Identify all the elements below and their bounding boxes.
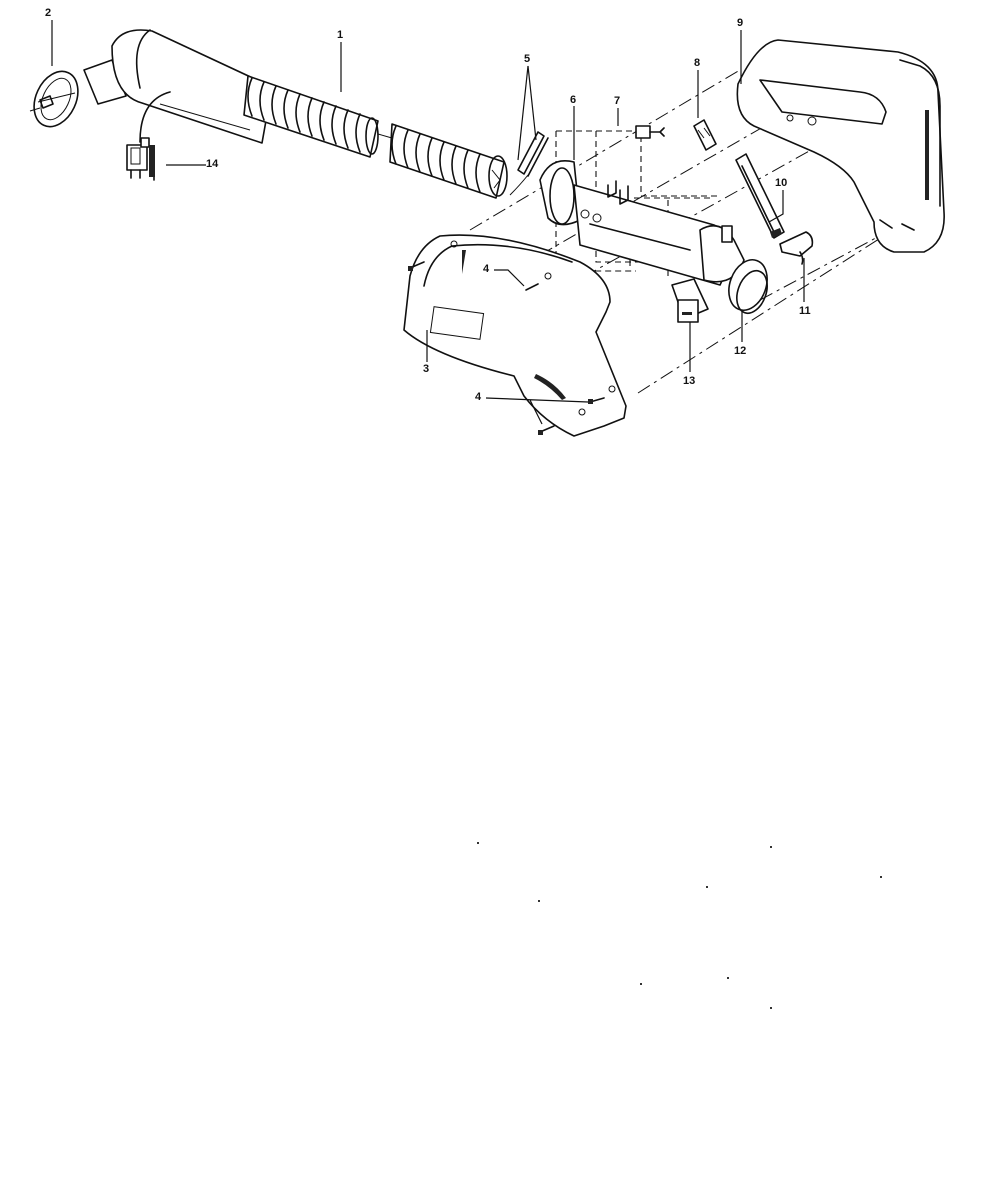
part-5-clips xyxy=(509,131,549,196)
callout-12: 12 xyxy=(734,345,747,357)
part-9-handle-right xyxy=(736,39,945,253)
part-7-connector xyxy=(635,125,665,139)
scan-speck xyxy=(706,886,708,888)
part-14-plug xyxy=(126,137,155,181)
callout-6: 6 xyxy=(570,94,577,106)
part-3-handle-left xyxy=(403,234,627,437)
callout-8: 8 xyxy=(694,57,701,69)
scan-speck xyxy=(770,846,772,848)
part-13-switch xyxy=(671,278,709,323)
part-2-end-cap xyxy=(29,70,79,128)
callout-10: 10 xyxy=(775,177,788,189)
callout-2: 2 xyxy=(45,7,52,19)
callout-14: 14 xyxy=(206,158,219,170)
scan-speck xyxy=(727,977,729,979)
callout-13: 13 xyxy=(683,375,696,387)
part-1-hose xyxy=(83,29,508,199)
scan-speck xyxy=(538,900,540,902)
part-11-trigger xyxy=(779,231,814,265)
callout-3: 3 xyxy=(423,363,430,375)
callout-4b: 4 xyxy=(475,391,482,403)
callout-4a: 4 xyxy=(483,263,490,275)
part-10-switch-cover xyxy=(735,153,785,239)
callout-7: 7 xyxy=(614,95,621,107)
callout-5: 5 xyxy=(524,53,531,65)
callout-11: 11 xyxy=(799,305,811,317)
scan-speck xyxy=(477,842,479,844)
callout-1: 1 xyxy=(337,29,344,41)
scan-speck xyxy=(770,1007,772,1009)
scan-speck xyxy=(640,983,642,985)
part-8-label xyxy=(693,119,717,151)
callout-9: 9 xyxy=(737,17,744,29)
part-4-screws xyxy=(408,261,605,435)
part-12-coupling xyxy=(699,224,768,315)
scan-speck xyxy=(880,876,882,878)
callout-leaders xyxy=(51,20,805,425)
